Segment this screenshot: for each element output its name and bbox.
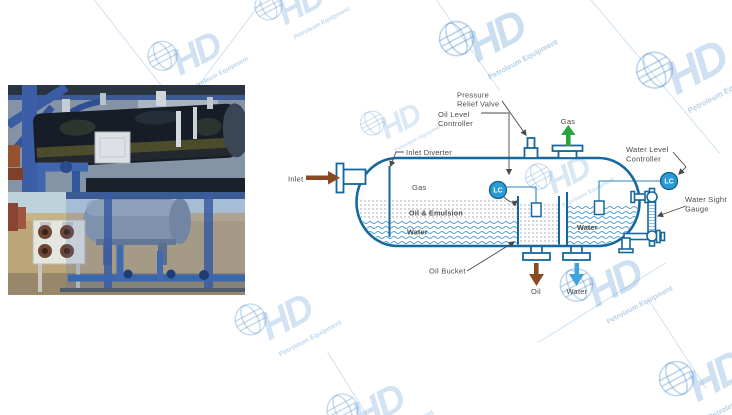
label-water-level-controller-1: Water Level [626,145,669,154]
photo-top-vessel [33,103,245,168]
vessel-phase-layers [358,200,638,245]
separator-photo [8,85,245,295]
label-pressure-relief-valve-2: Relief Valve [457,100,499,109]
label-oil-outlet: Oil [531,287,541,296]
photo-bottom-separator [8,192,245,295]
level-control-links [503,180,661,218]
oil-arrow [529,263,544,286]
pressure-relief-valve [523,137,539,159]
lc-tag: LC [493,188,502,195]
vessel-internals [388,166,568,245]
water-arrow [569,263,584,286]
label-water-outlet: Water [567,287,588,296]
label-water-phase-left: Water [407,228,428,237]
oil-outlet-nozzle [522,245,551,261]
lc-tag: LC [664,179,673,186]
label-gas-outlet: Gas [561,117,576,126]
water-layer-left [358,219,518,245]
label-pressure-relief-valve-1: Pressure [457,91,489,100]
inlet-arrow [306,171,340,185]
water-sight-gauge [618,187,666,254]
label-inlet-diverter: Inlet Diverter [406,148,452,157]
label-oil-emulsion-phase: Oil & Emulsion [409,209,463,218]
water-outlet-nozzle [562,245,591,261]
gas-arrow [561,125,576,146]
label-water-phase-right: Water [577,223,598,232]
label-gas-phase: Gas [412,183,427,192]
oil-level-controller-bubble: LC [488,180,508,200]
inlet-nozzle [335,162,367,194]
label-water-level-controller-2: Controller [626,155,661,164]
water-level-controller-bubble: LC [659,171,679,191]
photo-instrument-box [94,131,131,164]
photo-top-separator [8,85,245,192]
gas-outlet-nozzle [551,144,584,159]
label-oil-bucket: Oil Bucket [429,267,466,276]
label-oil-level-controller-2: Controller [438,119,473,128]
water-float [593,200,605,216]
label-water-sight-gauge-2: Gauge [685,205,709,214]
label-oil-level-controller-1: Oil Level [438,110,470,119]
oil-emulsion-layer [358,200,518,219]
separator-vessel-shell [355,156,641,248]
label-water-sight-gauge-1: Water Sight [685,195,727,204]
label-inlet: Inlet [288,175,304,184]
oil-float [530,202,542,218]
callout-lines [389,100,687,272]
